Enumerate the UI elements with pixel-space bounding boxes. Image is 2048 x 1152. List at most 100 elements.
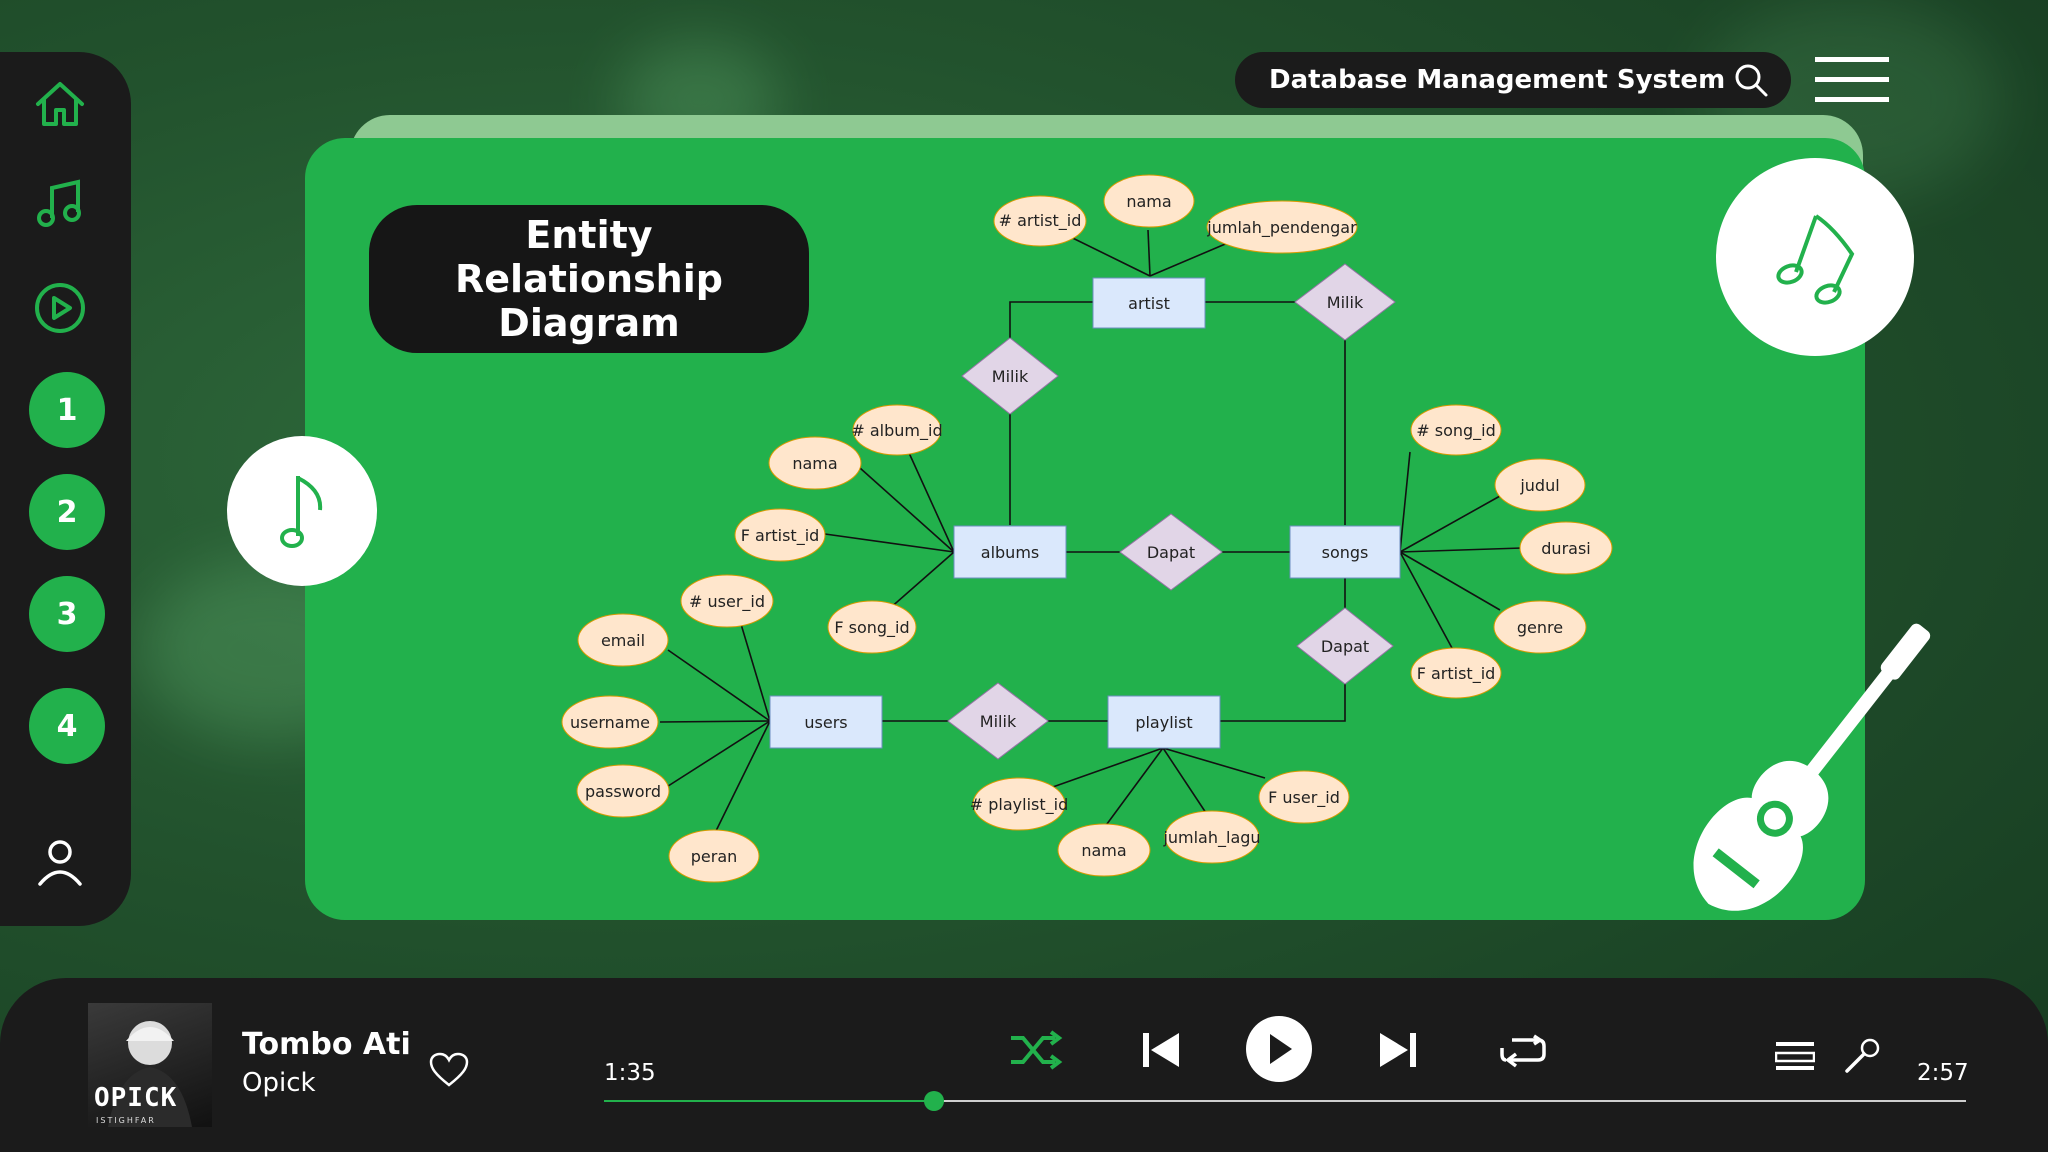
- attribute-label: # artist_id: [999, 211, 1082, 231]
- sidebar-item-label: 1: [56, 392, 78, 428]
- attribute-artist-id[interactable]: # artist_id: [993, 195, 1087, 247]
- relation-milik-users-playlist[interactable]: Milik: [947, 682, 1049, 760]
- attribute-label: genre: [1517, 618, 1563, 637]
- double-music-note-icon: [1776, 214, 1855, 305]
- relation-label: Dapat: [1147, 543, 1195, 562]
- microphone-icon[interactable]: [1842, 1036, 1882, 1076]
- album-art-subtext: ISTIGHFAR: [96, 1116, 156, 1125]
- song-title: Tombo Ati: [242, 1027, 411, 1062]
- attribute-song-artist-id[interactable]: F artist_id: [1410, 647, 1502, 699]
- relation-milik-artist-songs[interactable]: Milik: [1294, 263, 1396, 341]
- attribute-judul[interactable]: judul: [1494, 458, 1586, 512]
- attribute-email[interactable]: email: [577, 613, 669, 667]
- attribute-playlist-nama[interactable]: nama: [1057, 823, 1151, 877]
- home-icon[interactable]: [30, 74, 90, 134]
- attribute-label: nama: [792, 454, 837, 473]
- attribute-album-nama[interactable]: nama: [768, 436, 862, 490]
- album-art-portrait: [108, 1021, 192, 1127]
- app-title: Database Management System: [1269, 65, 1726, 95]
- attribute-album-artist-id[interactable]: F artist_id: [734, 508, 826, 562]
- decor-music-note-circle: [227, 436, 377, 586]
- search-icon[interactable]: [1733, 62, 1769, 98]
- attribute-label: # album_id: [851, 421, 942, 441]
- next-track-icon[interactable]: [1375, 1026, 1421, 1074]
- progress-bar[interactable]: [604, 1091, 1966, 1111]
- erd-title: Entity Relationship Diagram: [369, 205, 809, 353]
- relation-label: Dapat: [1321, 637, 1369, 656]
- sidebar-item-label: 2: [56, 494, 78, 530]
- time-total: 2:57: [1917, 1060, 1969, 1086]
- sidebar-item-4[interactable]: 4: [29, 688, 105, 764]
- attribute-password[interactable]: password: [576, 764, 670, 818]
- attribute-label: jumlah_pendengar: [1206, 218, 1357, 238]
- attribute-label: F user_id: [1268, 788, 1340, 808]
- attribute-label: # playlist_id: [970, 795, 1068, 815]
- relation-dapat-songs-playlist[interactable]: Dapat: [1296, 607, 1394, 685]
- sidebar: 1 2 3 4: [0, 52, 131, 926]
- attribute-song-id[interactable]: # song_id: [1410, 404, 1502, 456]
- topbar: Database Management System: [1235, 52, 1791, 108]
- music-note-icon[interactable]: [30, 174, 90, 234]
- attribute-label: peran: [691, 847, 738, 866]
- play-circle-icon[interactable]: [30, 278, 90, 338]
- sidebar-item-1[interactable]: 1: [29, 372, 105, 448]
- relation-label: Milik: [1327, 293, 1364, 312]
- sidebar-item-2[interactable]: 2: [29, 474, 105, 550]
- user-icon[interactable]: [30, 832, 90, 892]
- album-art-text: OPICK: [94, 1083, 178, 1113]
- entity-users[interactable]: users: [769, 695, 883, 749]
- queue-icon[interactable]: [1774, 1038, 1816, 1074]
- entity-label: users: [804, 713, 847, 732]
- entity-songs[interactable]: songs: [1289, 525, 1401, 579]
- entity-playlist[interactable]: playlist: [1107, 695, 1221, 749]
- attribute-user-id[interactable]: # user_id: [680, 574, 774, 628]
- attribute-jumlah-lagu[interactable]: jumlah_lagu: [1162, 810, 1261, 864]
- song-artist: Opick: [242, 1068, 316, 1098]
- attribute-label: F artist_id: [1417, 664, 1496, 684]
- attribute-label: email: [601, 631, 645, 650]
- relation-label: Milik: [992, 367, 1029, 386]
- attribute-album-id[interactable]: # album_id: [851, 404, 943, 456]
- attribute-jumlah-pendengar[interactable]: jumlah_pendengar: [1206, 200, 1358, 254]
- attribute-label: nama: [1126, 192, 1171, 211]
- heart-icon[interactable]: [426, 1050, 472, 1090]
- hamburger-menu-icon[interactable]: [1815, 55, 1889, 105]
- relation-label: Milik: [980, 712, 1017, 731]
- attribute-album-song-id[interactable]: F song_id: [827, 600, 917, 654]
- repeat-icon[interactable]: [1496, 1030, 1550, 1074]
- attribute-genre[interactable]: genre: [1493, 600, 1587, 654]
- sidebar-item-label: 3: [56, 596, 78, 632]
- relation-dapat-albums-songs[interactable]: Dapat: [1119, 513, 1223, 591]
- attribute-username[interactable]: username: [561, 695, 659, 749]
- guitar-icon: [1693, 623, 1931, 911]
- shuffle-icon[interactable]: [1008, 1025, 1064, 1075]
- entity-artist[interactable]: artist: [1092, 277, 1206, 329]
- attribute-label: F song_id: [834, 618, 909, 638]
- music-note-icon: [280, 476, 323, 548]
- progress-handle[interactable]: [923, 1091, 944, 1111]
- previous-track-icon[interactable]: [1138, 1026, 1184, 1074]
- album-art[interactable]: OPICK ISTIGHFAR: [88, 1003, 212, 1127]
- attribute-label: jumlah_lagu: [1162, 828, 1260, 848]
- attribute-label: # user_id: [689, 592, 765, 612]
- attribute-label: password: [585, 782, 661, 801]
- attribute-playlist-id[interactable]: # playlist_id: [970, 777, 1068, 831]
- erd-connectors: [659, 221, 1523, 836]
- play-button[interactable]: [1246, 1016, 1312, 1082]
- sidebar-item-label: 4: [56, 708, 78, 744]
- entity-label: playlist: [1135, 713, 1192, 732]
- attribute-label: durasi: [1541, 539, 1590, 558]
- entity-albums[interactable]: albums: [953, 525, 1067, 579]
- attribute-playlist-user-id[interactable]: F user_id: [1258, 770, 1350, 824]
- time-elapsed: 1:35: [604, 1060, 656, 1086]
- entity-label: songs: [1322, 543, 1369, 562]
- relation-milik-artist-albums[interactable]: Milik: [961, 337, 1059, 415]
- attribute-label: nama: [1081, 841, 1126, 860]
- attribute-peran[interactable]: peran: [668, 829, 760, 883]
- attribute-durasi[interactable]: durasi: [1519, 521, 1613, 575]
- attribute-label: judul: [1519, 476, 1559, 495]
- sidebar-item-3[interactable]: 3: [29, 576, 105, 652]
- entity-label: artist: [1128, 294, 1170, 313]
- attribute-artist-nama[interactable]: nama: [1103, 174, 1195, 228]
